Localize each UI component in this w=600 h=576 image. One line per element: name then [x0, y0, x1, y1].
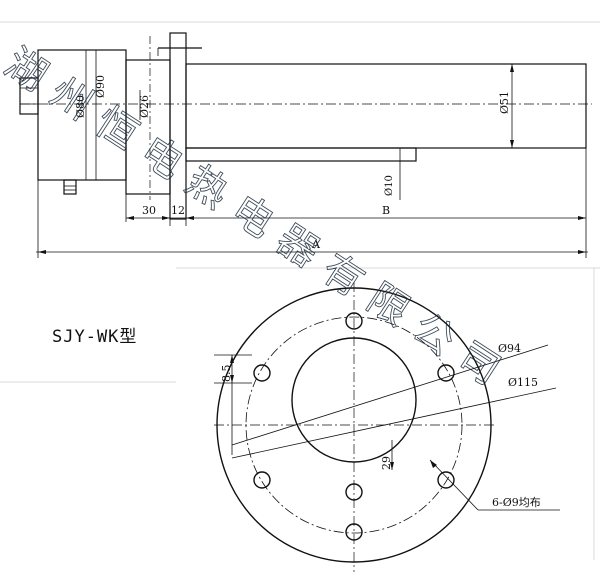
flange-arrows	[230, 355, 437, 470]
dim-d115: Ø115	[508, 376, 538, 389]
cable-gland	[63, 179, 77, 195]
flange-view	[214, 282, 560, 572]
dim-d26: Ø26	[138, 95, 151, 118]
dim-30: 30	[142, 204, 156, 217]
dim-d51: Ø51	[498, 91, 511, 114]
bolt-hole	[253, 471, 271, 489]
bolt-hole	[437, 364, 455, 382]
dim-29: 29	[380, 456, 393, 470]
dim-B: B	[382, 204, 390, 217]
dim-d90: Ø90	[94, 75, 107, 98]
frame-lines	[0, 21, 600, 560]
dim-holes: 6-Ø9均布	[492, 496, 541, 509]
side-view-dim-lines	[36, 50, 588, 258]
dim-d94: Ø94	[498, 342, 521, 355]
model-label: SJY-WK型	[52, 327, 137, 347]
bolt-hole	[253, 364, 271, 382]
dim-8-5: 8.5	[220, 365, 233, 383]
bolt-hole	[437, 471, 455, 489]
side-view	[19, 32, 592, 220]
dim-12: 12	[171, 204, 185, 217]
main-tube	[185, 63, 587, 149]
dim-d10: Ø10	[384, 175, 395, 196]
dim-A: A	[311, 238, 321, 251]
side-view-arrows	[38, 64, 586, 254]
small-tube	[185, 147, 417, 162]
dim-d80: Ø80	[74, 95, 87, 118]
small-box	[19, 77, 39, 115]
watermark: 湖州恒电热电器有限公司	[0, 39, 520, 402]
svg-text:湖州恒电热电器有限公司: 湖州恒电热电器有限公司	[0, 40, 520, 402]
